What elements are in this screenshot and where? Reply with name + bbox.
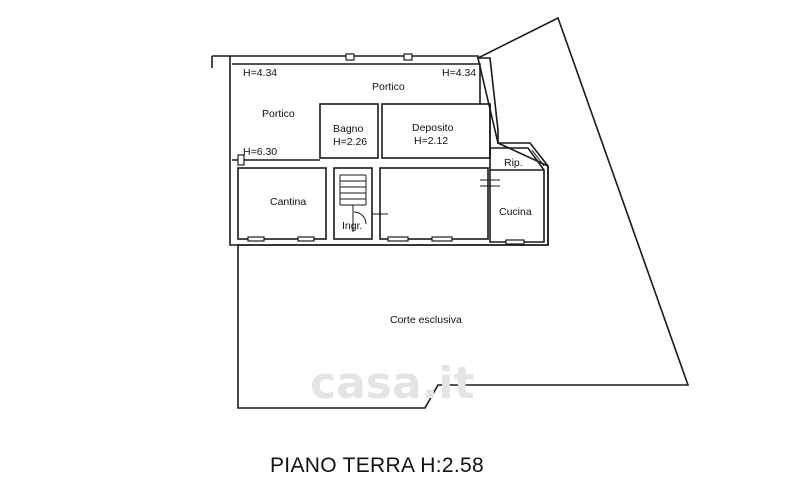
room-label-ripostiglio: Rip. (504, 157, 523, 169)
bagno-walls (319, 103, 379, 159)
height-label-portico-right: H=4.34 (442, 67, 476, 79)
room-label-corte: Corte esclusiva (390, 314, 462, 326)
room-label-deposito: Deposito (412, 122, 454, 134)
window-markers (237, 53, 525, 245)
door-swings (353, 149, 545, 225)
room-label-portico-left: Portico (262, 108, 295, 120)
corte-outline (237, 16, 690, 409)
room-label-cucina: Cucina (499, 206, 532, 218)
ripostiglio-walls (489, 147, 545, 243)
height-label-portico-lower: H=6.30 (243, 146, 277, 158)
watermark-logo: casa.it (310, 358, 474, 409)
room-label-bagno: Bagno (333, 123, 364, 135)
height-label-portico-left: H=4.34 (243, 67, 277, 79)
room-label-portico-top: Portico (372, 81, 405, 93)
room-label-ingresso: Ingr. (342, 220, 362, 232)
stair-treads (339, 174, 367, 232)
room-label-cantina: Cantina (270, 196, 306, 208)
ingresso-walls (333, 167, 373, 240)
cantina-walls (237, 167, 327, 240)
central-room-walls (379, 167, 489, 240)
height-label-bagno: H=2.26 (333, 136, 367, 148)
drawing-title: PIANO TERRA H:2.58 (270, 454, 484, 477)
height-label-deposito: H=2.12 (414, 135, 448, 147)
